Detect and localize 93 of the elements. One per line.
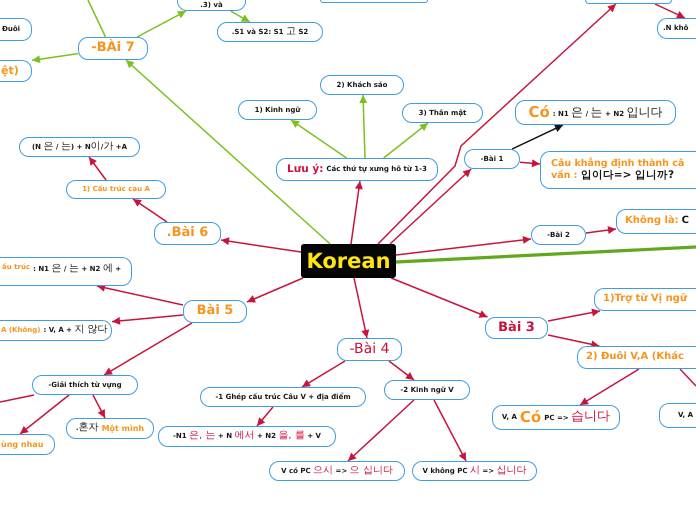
topic-box <box>594 288 696 311</box>
connector-arrow <box>586 226 616 234</box>
connector-line <box>0 394 34 403</box>
topic-box <box>0 257 132 286</box>
topic-text: Một mình <box>102 424 144 434</box>
connector-arrow <box>359 94 368 158</box>
topic-box <box>238 100 317 120</box>
topic-text: Có <box>520 408 542 427</box>
topic-box <box>200 387 366 407</box>
topic-box <box>412 461 537 481</box>
topic-label: -Bài 4 <box>350 340 390 358</box>
connector-arrow <box>132 198 168 223</box>
topic-box <box>158 426 336 447</box>
topic-box <box>515 100 676 125</box>
topic-label: Có <box>528 103 550 122</box>
connector-line <box>396 245 696 264</box>
connector-arrow <box>290 119 347 159</box>
topic-label: 1)Trợ từ Vị ngữ <box>603 293 687 306</box>
topic-label: Lưu ý: <box>287 162 324 176</box>
connector-arrow <box>92 394 106 418</box>
topic-box <box>177 0 246 11</box>
topic-box <box>464 149 520 169</box>
topic-box <box>659 403 696 428</box>
connector-arrow <box>388 360 414 381</box>
topic-box <box>531 225 586 245</box>
topic-box <box>384 380 470 400</box>
topic-box <box>0 434 55 455</box>
connector-arrow <box>512 124 564 150</box>
topic-label: Bài 5 <box>196 303 234 320</box>
topic-box <box>269 461 405 481</box>
topic-box <box>320 75 404 95</box>
connector-arrow <box>390 277 488 318</box>
connector-line <box>679 368 696 387</box>
topic-box <box>337 338 402 361</box>
topic-box <box>183 300 247 323</box>
topic-label: .Bài 6 <box>166 225 208 242</box>
topic-box <box>0 18 32 41</box>
connector-line <box>87 0 106 38</box>
connector-arrow <box>256 406 274 426</box>
connector-arrow <box>96 284 184 306</box>
topic-box <box>217 22 323 42</box>
connector-arrow <box>390 168 472 245</box>
topic-box <box>616 209 696 234</box>
central-topic <box>301 244 396 278</box>
topic-box <box>577 346 696 369</box>
topic-label: Korean <box>306 248 391 274</box>
topic-box <box>657 18 696 39</box>
topic-label: Câu khẳng định thành câ vấn : 입이다=> 입니까? <box>551 158 686 182</box>
topic-box <box>0 60 32 82</box>
connector-arrow <box>136 10 186 38</box>
connector-arrow <box>125 59 331 245</box>
topic-label: ệt) <box>1 64 19 78</box>
topic-box <box>485 317 548 339</box>
topic-box <box>154 222 221 245</box>
connector-arrow <box>548 308 600 322</box>
topic-box <box>66 418 154 439</box>
connector-arrow <box>520 159 540 168</box>
topic-box <box>276 158 438 181</box>
connector-arrow <box>350 180 363 244</box>
connector-arrow <box>377 3 616 245</box>
topic-box <box>0 320 112 341</box>
connector-arrow <box>20 394 70 435</box>
topic-label: -BÀi 7 <box>91 40 135 57</box>
connector-arrow <box>548 334 600 348</box>
topic-label: ùng nhau <box>1 440 44 450</box>
topic-box <box>78 37 148 60</box>
topic-box <box>492 405 620 430</box>
topic-box <box>66 180 166 199</box>
topic-label: 2) Đuôi V,A (Khác <box>586 351 684 364</box>
connector-arrow <box>348 399 414 462</box>
connector-arrow <box>383 122 428 159</box>
topic-box <box>402 103 483 123</box>
topic-box <box>320 0 428 3</box>
connector-arrow <box>396 236 532 256</box>
connector-arrow <box>353 278 370 338</box>
topic-box <box>540 151 696 189</box>
connector-arrow <box>302 360 346 388</box>
connector-arrow <box>88 156 107 180</box>
connector-arrow <box>433 400 467 462</box>
connector-arrow <box>112 314 184 325</box>
topic-text: C <box>682 215 690 228</box>
connector-arrow <box>104 322 192 376</box>
connector-arrow <box>654 3 686 19</box>
connector-arrow <box>230 10 250 23</box>
connector-arrow <box>220 237 302 253</box>
topic-label: Không là: <box>625 215 679 228</box>
topic-box <box>585 0 672 4</box>
topic-box <box>19 137 140 157</box>
connector-arrow <box>580 368 640 406</box>
connector-arrow <box>246 277 304 303</box>
connector-arrow <box>32 52 78 64</box>
topic-label: Bài 3 <box>498 320 535 336</box>
topic-box <box>32 375 138 395</box>
